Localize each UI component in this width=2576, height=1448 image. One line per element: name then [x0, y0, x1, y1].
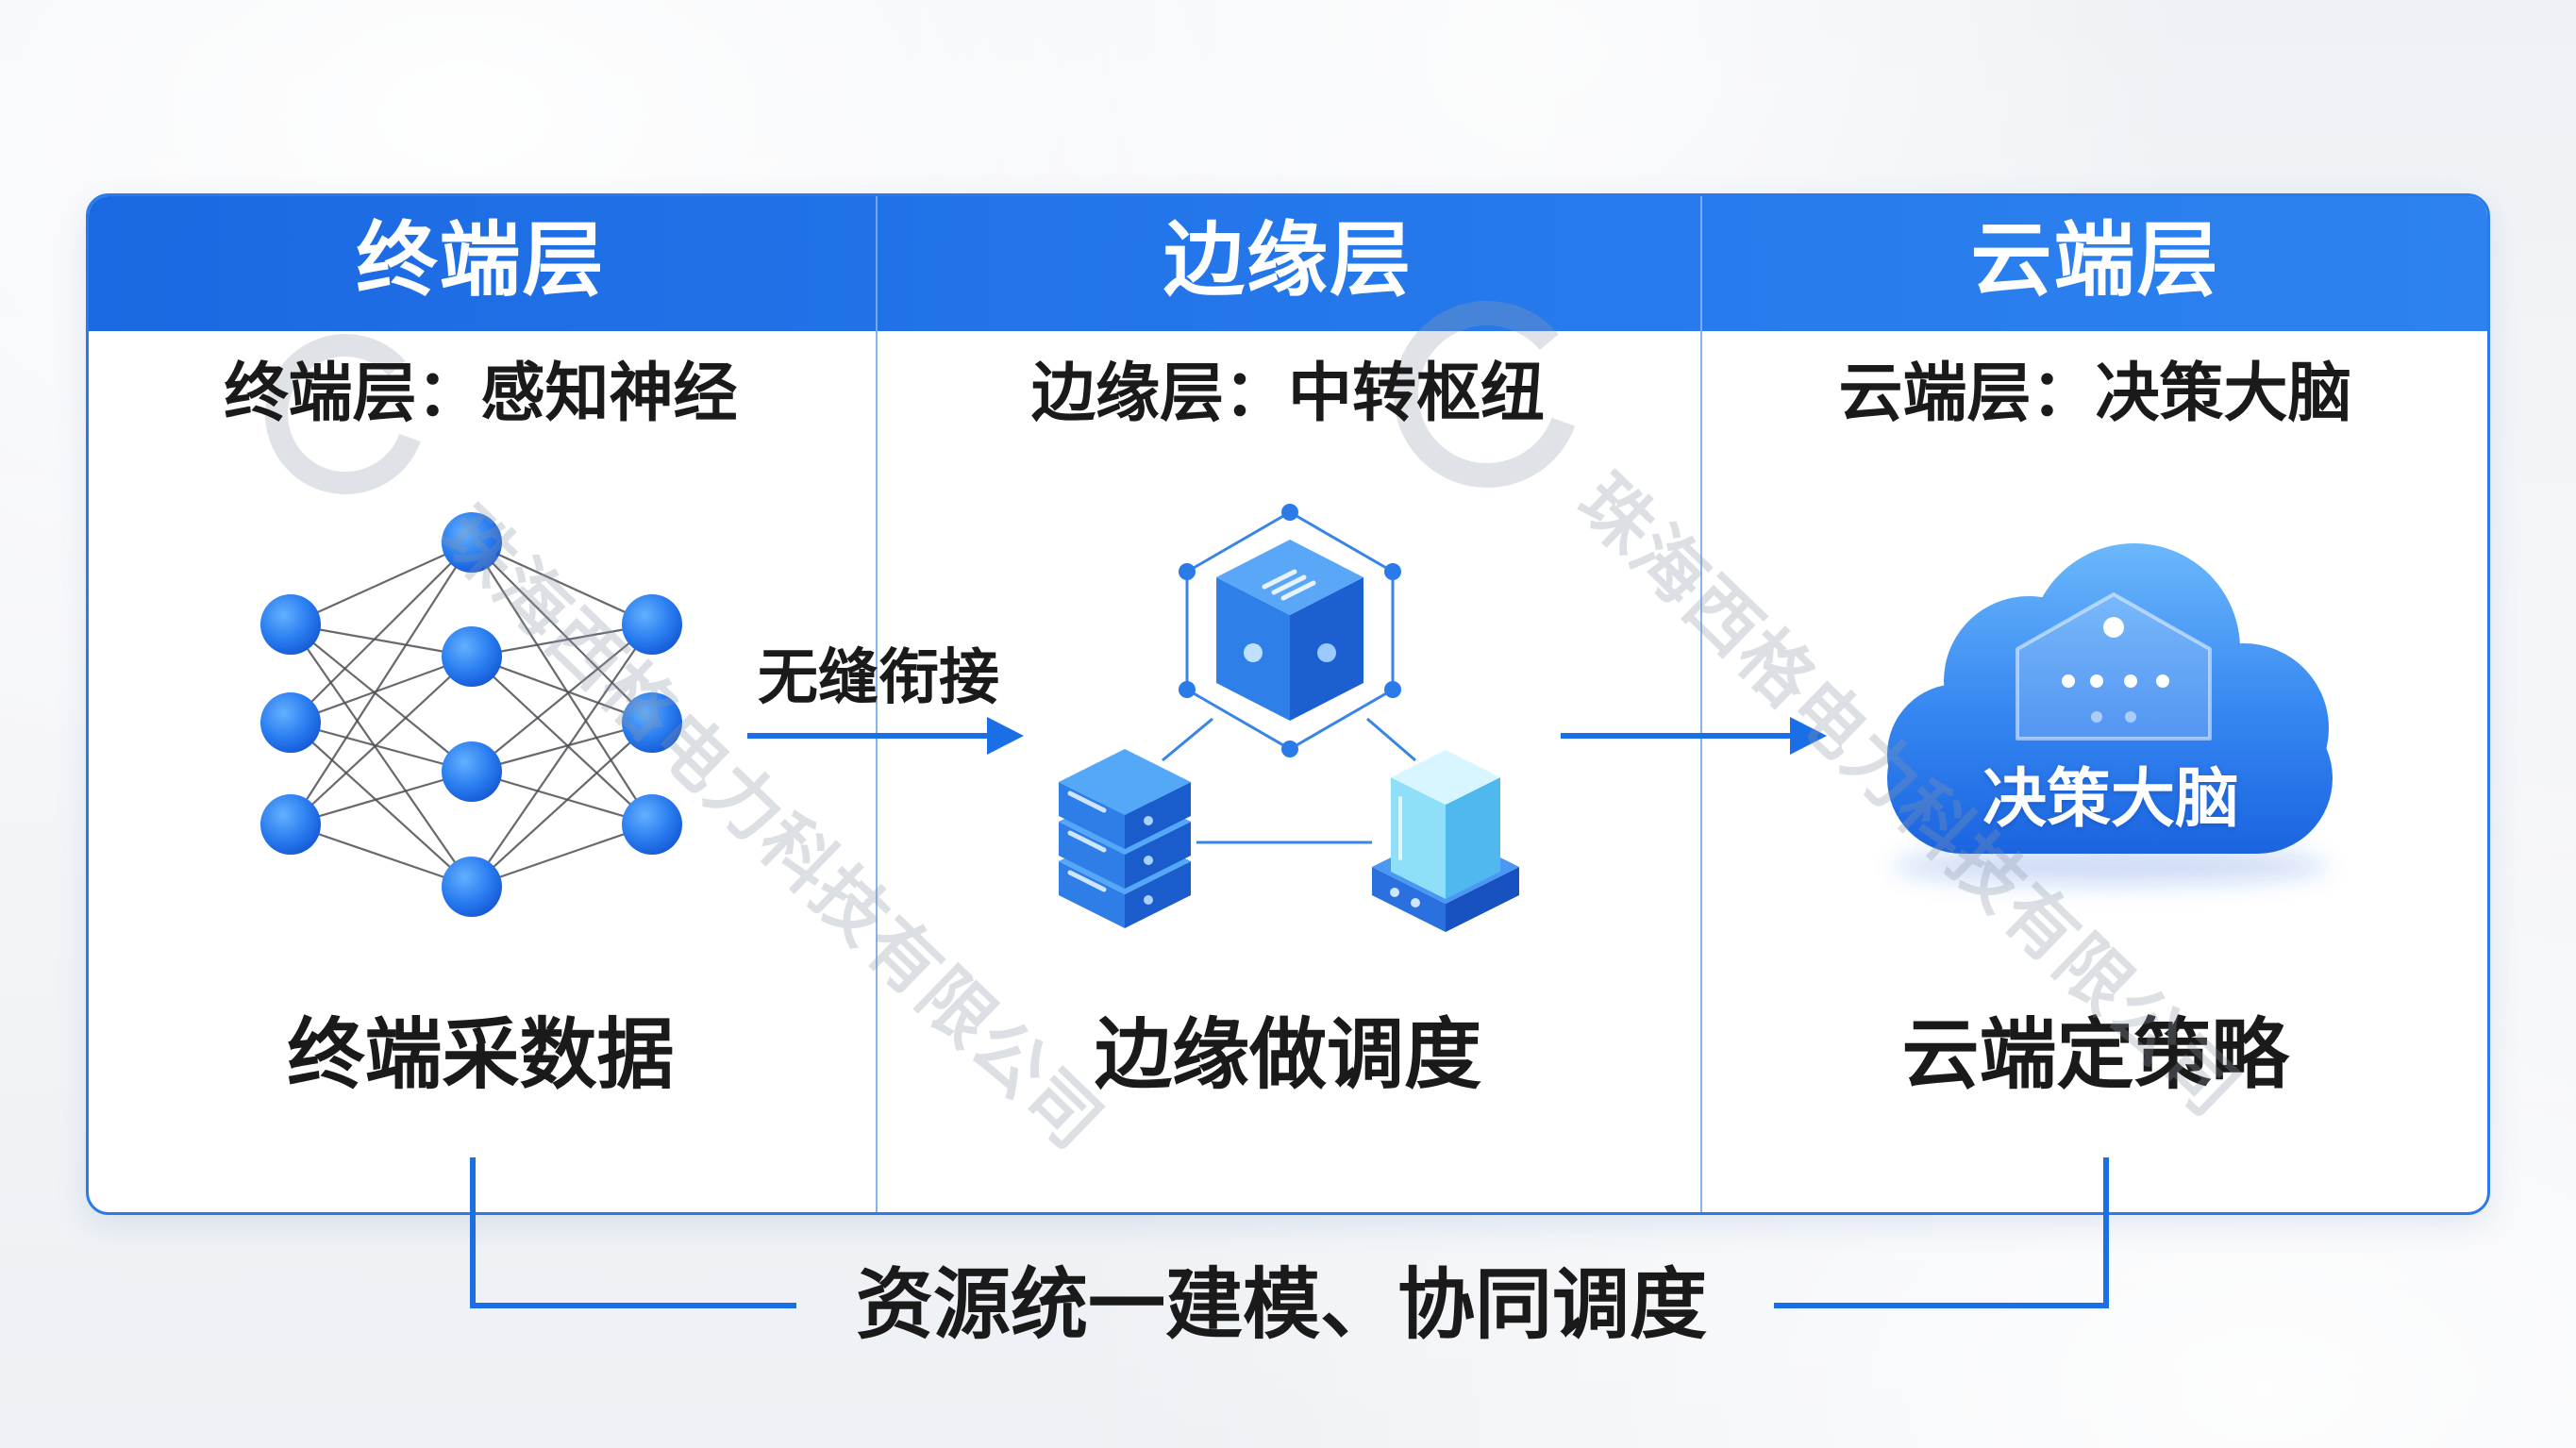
footer-label: 资源统一建模、协同调度	[855, 1260, 1707, 1350]
column-header: 边缘层	[1163, 213, 1413, 308]
header-band	[89, 196, 2487, 331]
column-header: 云端层	[1970, 213, 2220, 308]
column-caption: 终端采数据	[287, 1010, 675, 1100]
cloud-label: 决策大脑	[1982, 762, 2239, 837]
column-divider	[876, 331, 878, 1212]
connector-label: 无缝衔接	[758, 643, 999, 713]
column-terminal: 终端层 终端层：感知神经 终端采数据	[86, 193, 876, 1215]
column-cloud: 云端层 云端层：决策大脑 云端定策略	[1700, 193, 2490, 1215]
column-edge: 边缘层 边缘层：中转枢纽 边缘做调度	[876, 193, 1700, 1215]
column-caption: 云端定策略	[1901, 1010, 2289, 1100]
column-header: 终端层	[356, 213, 606, 308]
column-subtitle: 边缘层：中转枢纽	[1030, 357, 1545, 431]
column-caption: 边缘做调度	[1094, 1010, 1481, 1100]
column-divider	[1700, 331, 1702, 1212]
column-subtitle: 云端层：决策大脑	[1838, 357, 2352, 431]
header-divider	[876, 196, 878, 331]
column-subtitle: 终端层：感知神经	[224, 357, 738, 431]
header-divider	[1700, 196, 1702, 331]
